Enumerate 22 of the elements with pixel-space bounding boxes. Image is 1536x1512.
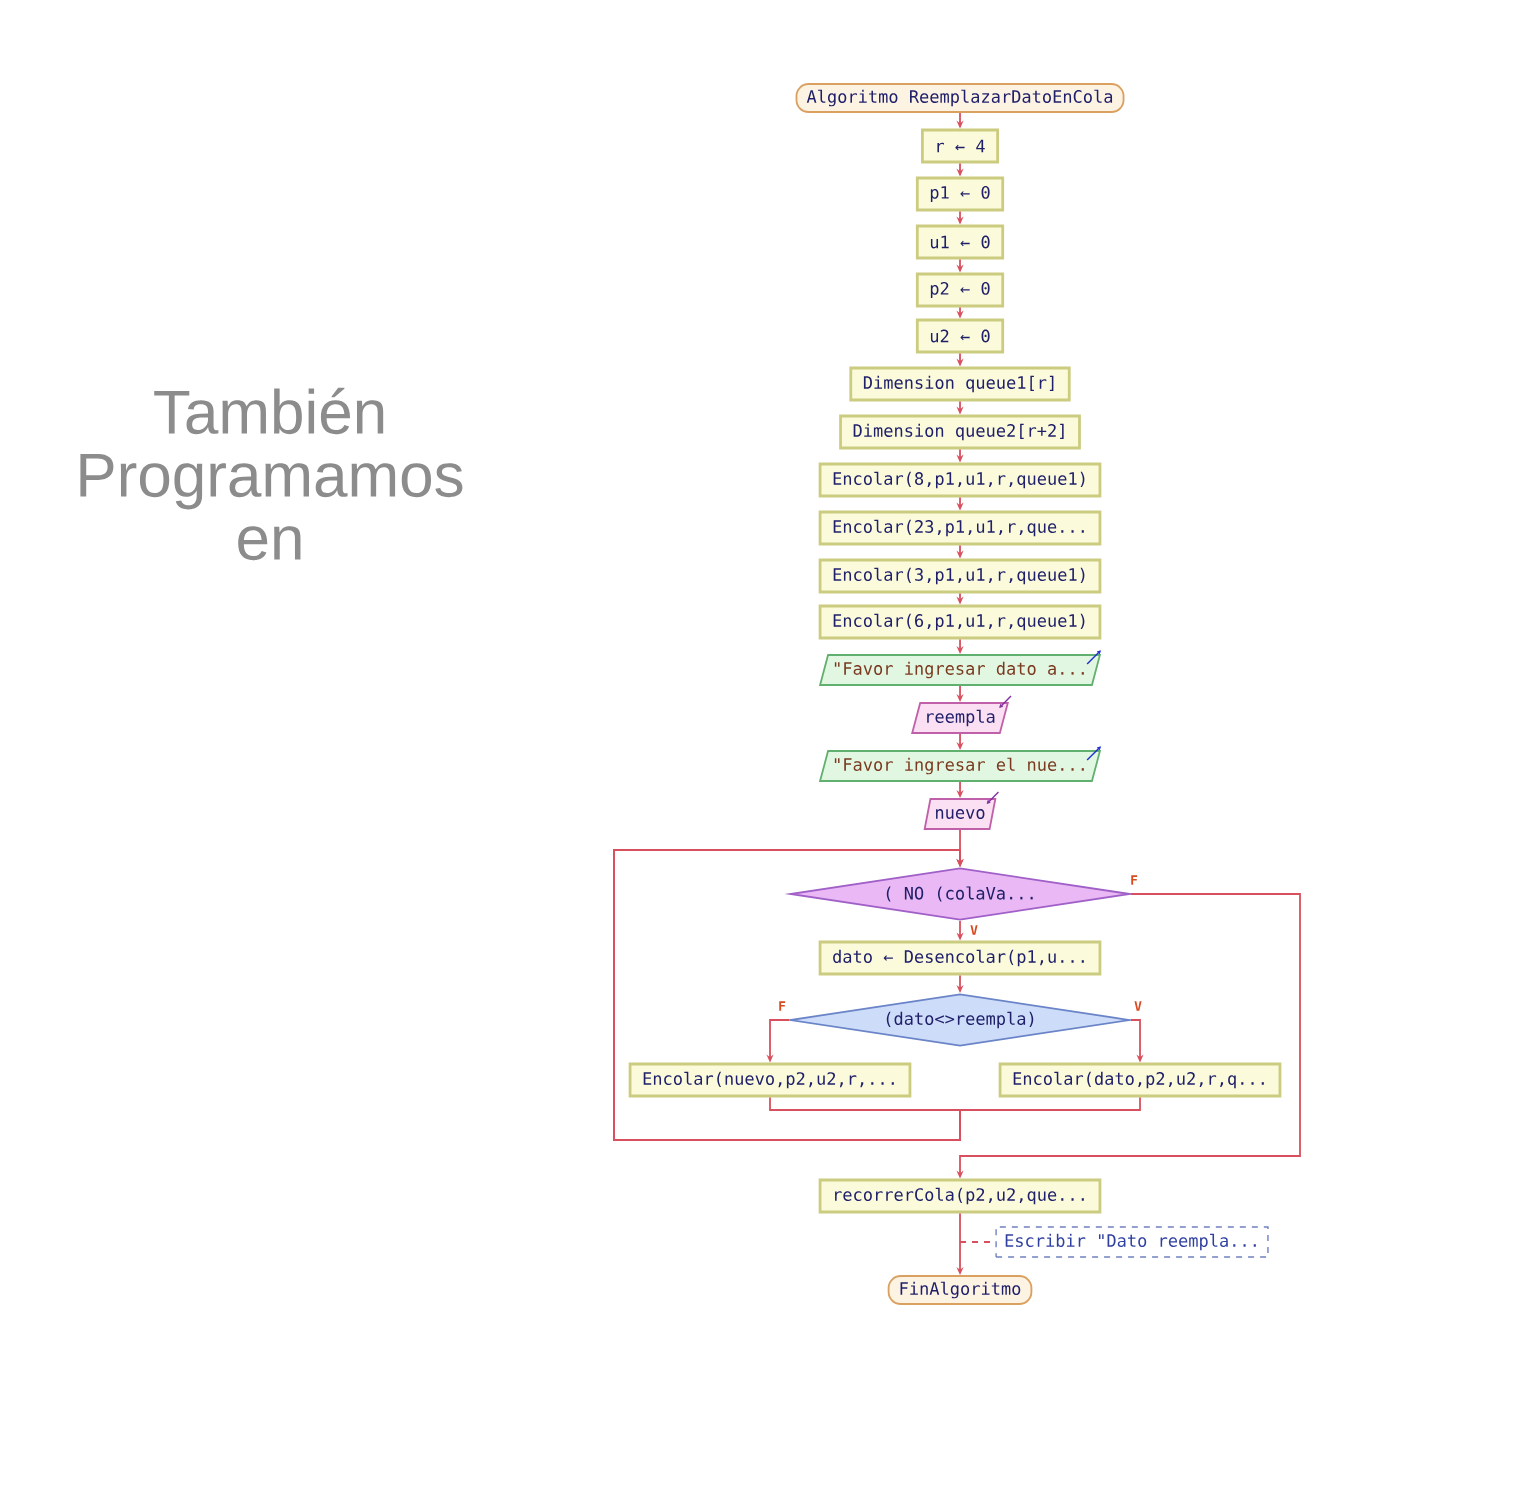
input-parallelogram: reempla [911,702,1009,734]
process-box: Encolar(6,p1,u1,r,queue1) [818,604,1102,640]
process-box: u2 ← 0 [915,318,1005,354]
comment-box: Escribir "Dato reempla... [995,1226,1269,1258]
process-box: Dimension queue1[r] [849,366,1071,402]
promo-text: También Programamos en [80,387,463,561]
terminal-box: Algoritmo ReemplazarDatoEnCola [795,83,1125,113]
process-box: p1 ← 0 [915,176,1005,212]
process-box: recorrerCola(p2,u2,que... [818,1178,1102,1214]
process-box: Encolar(3,p1,u1,r,queue1) [818,558,1102,594]
process-box: dato ← Desencolar(p1,u... [818,940,1102,976]
process-box: Encolar(dato,p2,u2,r,q... [998,1062,1282,1098]
connector [613,849,1141,1141]
process-box: Encolar(23,p1,u1,r,que... [818,510,1102,546]
process-box: u1 ← 0 [915,224,1005,260]
process-box: Dimension queue2[r+2] [839,414,1081,450]
input-parallelogram: nuevo [923,798,997,830]
process-box: Encolar(nuevo,p2,u2,r,... [628,1062,912,1098]
process-box: r ← 4 [921,128,999,164]
process-box: p2 ← 0 [915,272,1005,308]
terminal-box: FinAlgoritmo [887,1275,1033,1305]
process-box: Encolar(8,p1,u1,r,queue1) [818,462,1102,498]
